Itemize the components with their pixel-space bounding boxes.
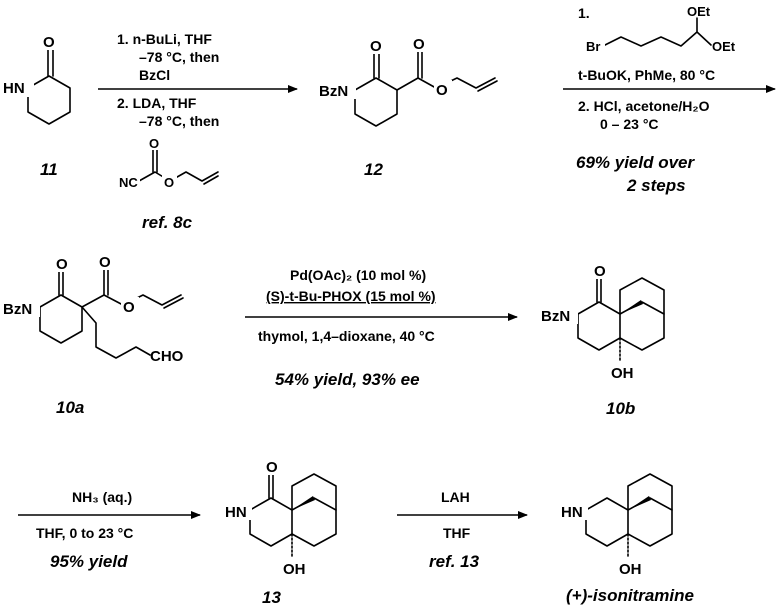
atom-o: O [56, 256, 68, 273]
atom-oh: OH [619, 561, 642, 578]
step-3: Pd(OAc)₂ (10 mol %) (S)-t-Bu-PHOX (15 mo… [245, 267, 518, 389]
condition-line: NH₃ (aq.) [72, 489, 132, 505]
condition-line: THF, 0 to 23 °C [36, 525, 133, 541]
ring-bonds [27, 75, 71, 125]
condition-line: 0 – 23 °C [600, 116, 659, 132]
atom-o: O [413, 36, 425, 53]
condition-line: 2. HCl, acetone/H₂O [578, 98, 710, 114]
compound-label: 10b [606, 399, 635, 418]
atom-nc: NC [119, 175, 138, 190]
yield-text: 54% yield, 93% ee [275, 370, 420, 389]
atom-oet: OEt [687, 4, 711, 19]
atom-o: O [149, 136, 159, 151]
condition-line: thymol, 1,4–dioxane, 40 °C [258, 328, 435, 344]
yield-text: 2 steps [626, 176, 686, 195]
compound-label: 11 [40, 160, 58, 179]
condition-line: Pd(OAc)₂ (10 mol %) [290, 267, 426, 283]
compound-label: 13 [262, 588, 281, 606]
condition-line: 1. n-BuLi, THF [117, 31, 212, 47]
condition-line: LAH [441, 489, 470, 505]
carbonyl-bond [47, 49, 54, 77]
compound-11: HN O 11 [2, 32, 71, 179]
atom-bzn: BzN [319, 83, 348, 100]
reference: ref. 13 [429, 552, 480, 571]
compound-10a: BzN O O O CHO 10a [2, 252, 184, 417]
atom-o: O [370, 38, 382, 55]
atom-o: O [164, 175, 174, 190]
atom-bzn: BzN [3, 301, 32, 318]
condition-line: –78 °C, then [139, 113, 219, 129]
atom-bzn: BzN [541, 308, 570, 325]
reagent-bromoacetal: Br OEt OEt [585, 4, 736, 54]
atom-hn: HN [3, 80, 25, 97]
compound-label: (+)-isonitramine [566, 586, 694, 605]
step-number: 1. [578, 5, 590, 21]
compound-10b: BzN O OH 10b [540, 261, 665, 418]
atom-br: Br [586, 39, 600, 54]
compound-isonitramine: HN OH (+)-isonitramine [560, 473, 694, 605]
step-4: NH₃ (aq.) THF, 0 to 23 °C 95% yield [18, 489, 201, 571]
yield-text: 69% yield over [576, 153, 696, 172]
atom-o: O [266, 459, 278, 476]
step-5: LAH THF ref. 13 [397, 489, 528, 571]
condition-line: 2. LDA, THF [117, 95, 197, 111]
compound-13: HN O OH 13 [224, 457, 337, 606]
compound-label: 10a [56, 398, 84, 417]
step-1: 1. n-BuLi, THF –78 °C, then BzCl 2. LDA,… [98, 31, 298, 232]
condition-line: –78 °C, then [139, 49, 219, 65]
atom-o: O [436, 82, 448, 99]
atom-oh: OH [611, 365, 634, 382]
step-2: 1. Br OEt OEt t-BuOK, PhMe, 80 °C 2. HCl… [563, 4, 776, 195]
condition-line: BzCl [139, 67, 170, 83]
compound-12: BzN O O O 12 [318, 34, 498, 179]
atom-o: O [123, 299, 135, 316]
yield-text: 95% yield [50, 552, 128, 571]
atom-o: O [99, 254, 111, 271]
atom-oet: OEt [712, 39, 736, 54]
atom-cho: CHO [150, 348, 184, 365]
atom-oh: OH [283, 561, 306, 578]
compound-label: 12 [364, 160, 383, 179]
condition-line: THF [443, 525, 471, 541]
condition-line: t-BuOK, PhMe, 80 °C [578, 67, 715, 83]
atom-o: O [594, 263, 606, 280]
condition-line: (S)-t-Bu-PHOX (15 mol %) [266, 288, 436, 304]
reagent-allyl-cyanoformate: O NC O [118, 136, 219, 190]
atom-hn: HN [225, 504, 247, 521]
atom-o: O [43, 34, 55, 51]
reference: ref. 8c [142, 213, 193, 232]
atom-hn: HN [561, 504, 583, 521]
